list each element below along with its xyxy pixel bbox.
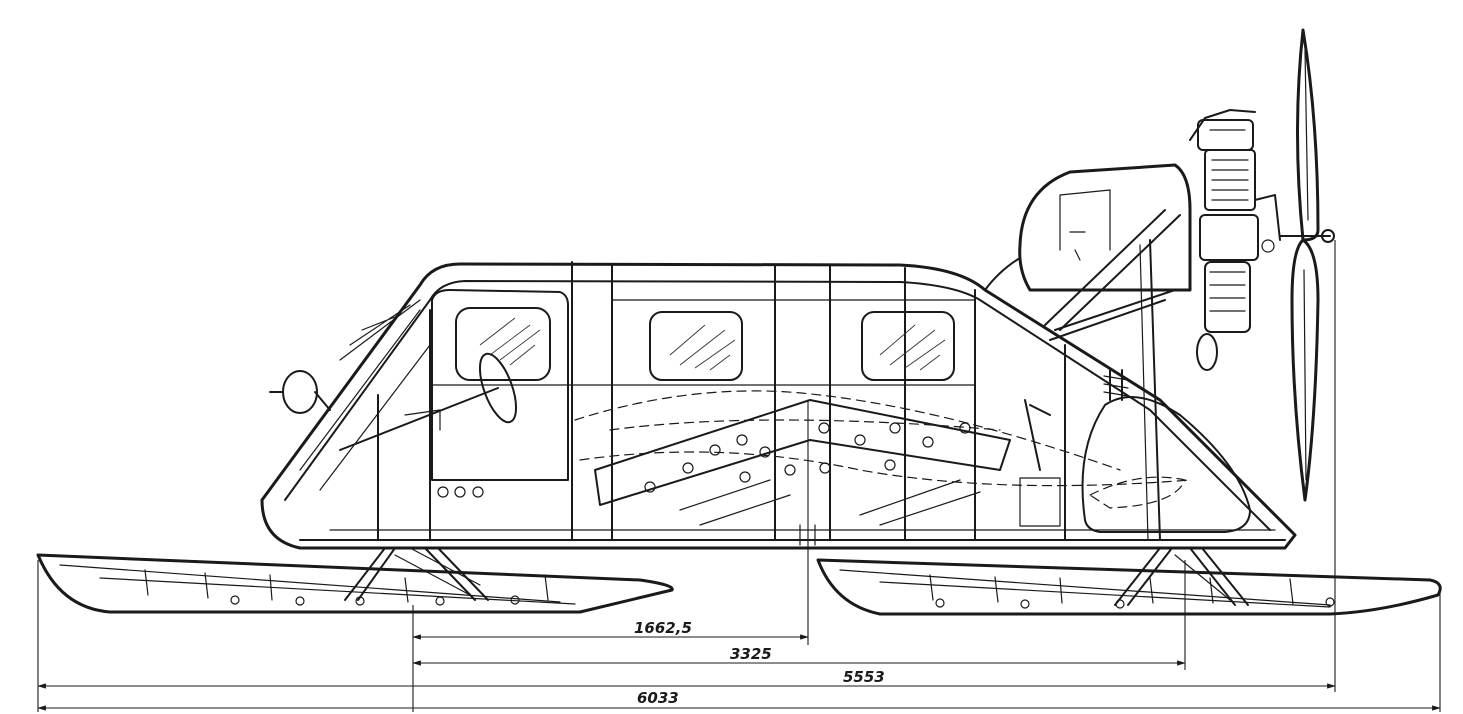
engine-assembly (984, 28, 1335, 541)
front-ski-struts (344, 547, 489, 601)
cabin-body (260, 261, 1297, 550)
dimension-1662-5: 1662,5 (412, 619, 809, 640)
propeller (1279, 28, 1335, 502)
dimension-lines: 1662,5 3325 5553 6033 (37, 240, 1441, 712)
fuel-tank (1081, 396, 1251, 533)
rear-ski (816, 558, 1442, 616)
dimension-label-5553: 5553 (843, 668, 885, 686)
headlight (269, 370, 331, 414)
dimension-5553: 5553 (37, 668, 1336, 689)
dimension-3325: 3325 (412, 645, 1186, 666)
rear-ski-struts (1114, 547, 1249, 606)
dimension-label-1662-5: 1662,5 (634, 619, 692, 637)
steering-wheel (339, 352, 518, 451)
dimension-6033: 6033 (37, 689, 1441, 711)
front-ski (36, 553, 674, 614)
dimension-label-3325: 3325 (730, 645, 772, 663)
dimension-label-6033: 6033 (637, 689, 679, 707)
